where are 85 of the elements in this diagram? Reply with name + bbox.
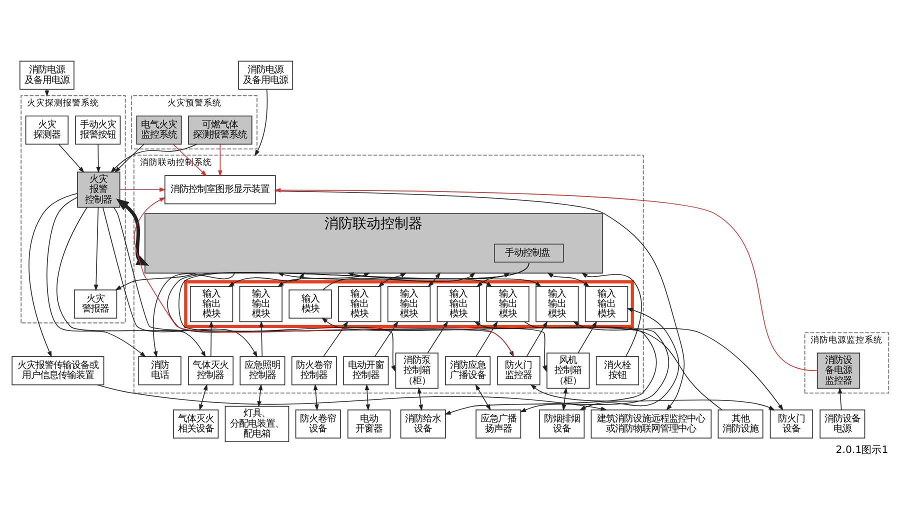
arrow [56, 207, 206, 358]
node-box: 输入输出模块 [436, 286, 480, 322]
node-box: 输入输出模块 [387, 286, 431, 322]
node-box: 输入输出模块 [486, 286, 530, 322]
node-box: 应急广播扬声器 [476, 409, 522, 439]
arrow [427, 320, 448, 354]
node-box: 手动火灾报警按钮 [75, 116, 121, 145]
arrow [364, 384, 370, 411]
arrow [96, 144, 101, 174]
arrow [116, 198, 150, 266]
arrow [581, 272, 642, 357]
node-box: 风机控制箱（柜） [546, 352, 590, 389]
arrow [323, 320, 348, 357]
node-box: 输入输出模块 [239, 286, 282, 322]
arrow [274, 188, 817, 372]
node-box: 消防设备电源 [820, 409, 866, 439]
arrow [44, 89, 50, 97]
node-box: 防烟排烟设备 [539, 409, 585, 439]
node-box: 消火栓按钮 [596, 356, 640, 386]
node-box: 气体灭火控制器 [188, 356, 234, 386]
arrow [374, 320, 398, 357]
arrow [475, 384, 491, 411]
arrow [520, 321, 670, 412]
arrow [209, 320, 214, 357]
node-box: 火灾报警控制器 [77, 172, 120, 208]
node-box: 可燃气体探测报警系统 [188, 116, 252, 145]
node-box: 防火卷帘控制器 [291, 356, 337, 386]
node-box: 建筑消防设施远程监控中心或消防物联网管理中心 [590, 409, 712, 439]
node-box: 电动开窗控制器 [343, 356, 389, 386]
arrow [838, 387, 842, 410]
arrow [172, 144, 207, 176]
arrow [313, 384, 319, 411]
arrow [102, 206, 258, 358]
node-box: 输入输出模块 [584, 286, 628, 322]
node-box: 消防控制室图形显示装置 [164, 175, 276, 204]
arrow [114, 272, 196, 290]
arrow [257, 384, 263, 408]
node-box: 输入输出模块 [536, 286, 579, 322]
node-box: 火灾探测器 [25, 116, 69, 145]
arrow [28, 193, 78, 358]
arrow [562, 387, 568, 412]
node-box: 防火门设备 [770, 409, 814, 439]
arrow [530, 384, 776, 410]
arrow [114, 144, 144, 173]
arrow [476, 320, 498, 357]
arrow [578, 320, 598, 354]
arrow [218, 144, 222, 177]
node-box: 消防给水设备 [400, 409, 446, 439]
node-box: 输入输出模块 [338, 286, 382, 322]
arrow [110, 144, 198, 173]
arrow [428, 272, 441, 288]
node-box: 消防电源及备用电源 [238, 60, 294, 90]
arrow [58, 144, 84, 173]
arrow [321, 317, 722, 410]
node-box: 应急照明控制器 [240, 356, 286, 386]
arrow [46, 196, 146, 358]
arrow [547, 272, 590, 288]
node-box: 气体灭火相关设备 [173, 409, 219, 439]
node-box: 火灾警报器 [74, 290, 118, 319]
node-box: 防火门监控器 [497, 356, 540, 386]
arrow [322, 272, 476, 290]
node-box: 灯具、分配电装置、配电箱 [224, 406, 290, 442]
arrow [259, 320, 264, 357]
arrow [94, 206, 99, 292]
node-box: 输入输出模块 [190, 286, 234, 322]
arrow [96, 384, 608, 411]
node-box: 消防设备电源监控器 [816, 352, 860, 389]
node-box: 输入模块 [288, 290, 332, 319]
arrow [526, 320, 548, 357]
node-box: 其他消防设施 [718, 409, 764, 439]
arrow [254, 89, 268, 156]
node-box: 防火卷帘设备 [295, 409, 341, 439]
arrow [580, 308, 680, 410]
node-box: 电动开窗器 [347, 409, 391, 439]
node-box: 消防应急广播设备 [445, 356, 491, 386]
arrow [120, 187, 166, 192]
node-box: 电气火灾监控系统 [136, 116, 182, 145]
node-box: 火灾报警传输设备或用户信息传输装置 [12, 356, 104, 386]
arrow [378, 272, 407, 288]
node-box: 消防泵控制箱（柜） [395, 352, 438, 389]
node-box: 消防电话 [138, 356, 182, 386]
caption: 2.0.1图示1 [836, 444, 888, 456]
arrow [572, 321, 784, 411]
arrow [199, 384, 208, 411]
arrow [417, 387, 424, 412]
